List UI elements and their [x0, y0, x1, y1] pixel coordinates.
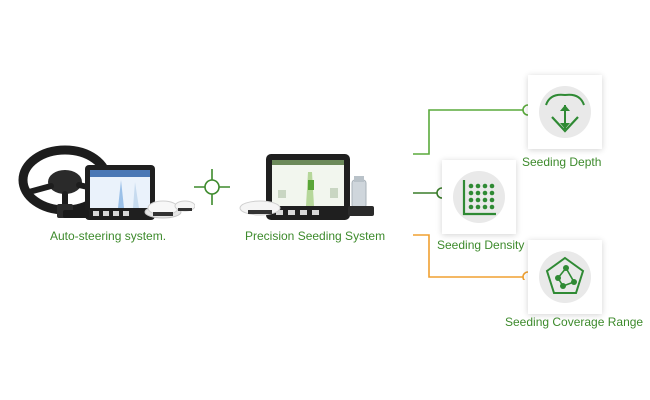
seed-sensor-image — [348, 176, 374, 216]
gnss-antenna-image — [144, 200, 195, 219]
seeding-density-icon — [462, 180, 496, 216]
seeding-density-card — [442, 160, 516, 234]
auto-steering-illustration — [18, 145, 195, 220]
controller-box-image — [63, 210, 89, 218]
seeding-depth-card — [528, 75, 602, 149]
seeding-coverage-card — [528, 240, 602, 314]
seeding-antenna-image — [239, 200, 281, 216]
seeding-density-label: Seeding Density — [437, 238, 525, 252]
connector-seeding-coverage — [413, 234, 523, 278]
seeding-depth-label: Seeding Depth — [522, 155, 602, 169]
steering-terminal-image — [85, 165, 155, 220]
seeding-terminal-image — [266, 154, 350, 220]
crosshair-plus-icon — [194, 169, 230, 205]
autosteer-label: Auto-steering system. — [50, 229, 167, 243]
seeding-coverage-icon — [545, 256, 585, 294]
seeding-system-label: Precision Seeding System — [245, 229, 386, 243]
connector-seeding-depth — [413, 109, 523, 155]
seeding-coverage-label: Seeding Coverage Range — [505, 315, 644, 329]
seeding-depth-icon — [545, 93, 585, 133]
seeding-system-illustration — [239, 154, 374, 220]
